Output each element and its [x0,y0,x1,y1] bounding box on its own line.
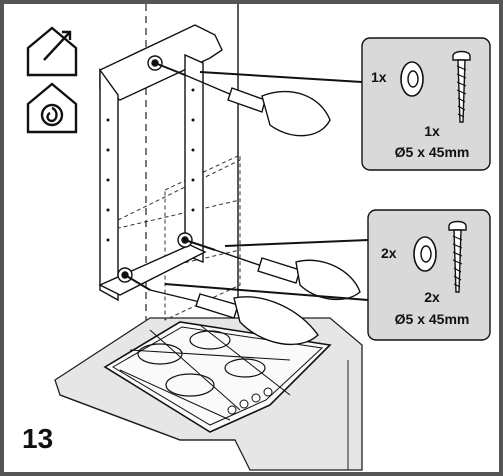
screws [124,62,216,291]
screw-icon [448,220,467,293]
screw-icon [452,50,471,123]
callout-top-screw-qty: 1x [424,123,440,139]
callout-top-screw-size: Ø5 x 45mm [395,144,470,160]
house-with-recirculation-icon [26,82,78,134]
callout-box-top: 1x 1x Ø5 x 45mm [361,37,491,171]
screwdriver-middle [214,249,361,301]
washer-icon [400,61,424,97]
callout-bottom-washer-qty: 2x [381,245,397,261]
callout-bottom-screw-qty: 2x [424,289,440,305]
callout-top-washer-qty: 1x [371,69,387,85]
leader-lines [164,71,369,301]
mounting-bracket [98,24,223,302]
house-with-outward-arrow-icon [26,26,78,77]
step-number: 13 [22,423,53,454]
screwdriver-top [184,74,331,137]
callout-box-bottom: 2x 2x Ø5 x 45mm [367,209,491,341]
screwdriver-bottom [149,289,319,346]
callout-bottom-screw-size: Ø5 x 45mm [395,311,470,327]
hob [103,321,332,433]
washer-icon [413,236,437,272]
